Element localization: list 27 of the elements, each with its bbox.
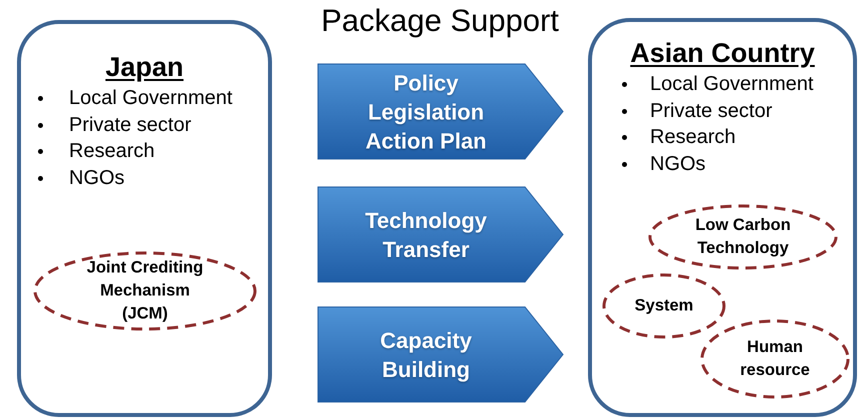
panel-heading: Asian Country [630,38,815,68]
pentagon-banner [318,307,563,402]
ellipse-label: Human resource [740,338,810,379]
bullet-item: Private sector [622,98,814,124]
bullet-item: Local Government [38,85,232,112]
chevron-label: Policy Legislation Action Plan [365,70,486,153]
pentagon-banner [318,64,563,159]
bullet-item: NGOs [622,150,814,177]
panel-heading: Japan [105,52,184,82]
rounded-panel [588,18,857,417]
ellipse-label: System [634,296,694,314]
dashed-ellipse [648,204,838,270]
dashed-ellipse [700,319,850,399]
bullet-item: Private sector [38,112,232,138]
chevron-label: Capacity Building [380,328,472,382]
rounded-panel [17,20,272,417]
bullet-item: NGOs [38,164,232,191]
bullet-item: Local Government [622,71,814,98]
dashed-ellipse [33,251,257,331]
diagram-title: Package Support [320,2,560,40]
pentagon-banner [318,187,563,282]
chevron-label: Technology Transfer [365,208,487,262]
bullet-item: Research [38,138,232,164]
ellipse-label: Low Carbon Technology [695,216,791,257]
dashed-ellipse [602,273,726,339]
ellipse-label: Joint Crediting Mechanism (JCM) [86,258,204,322]
bullet-item: Research [622,124,814,150]
